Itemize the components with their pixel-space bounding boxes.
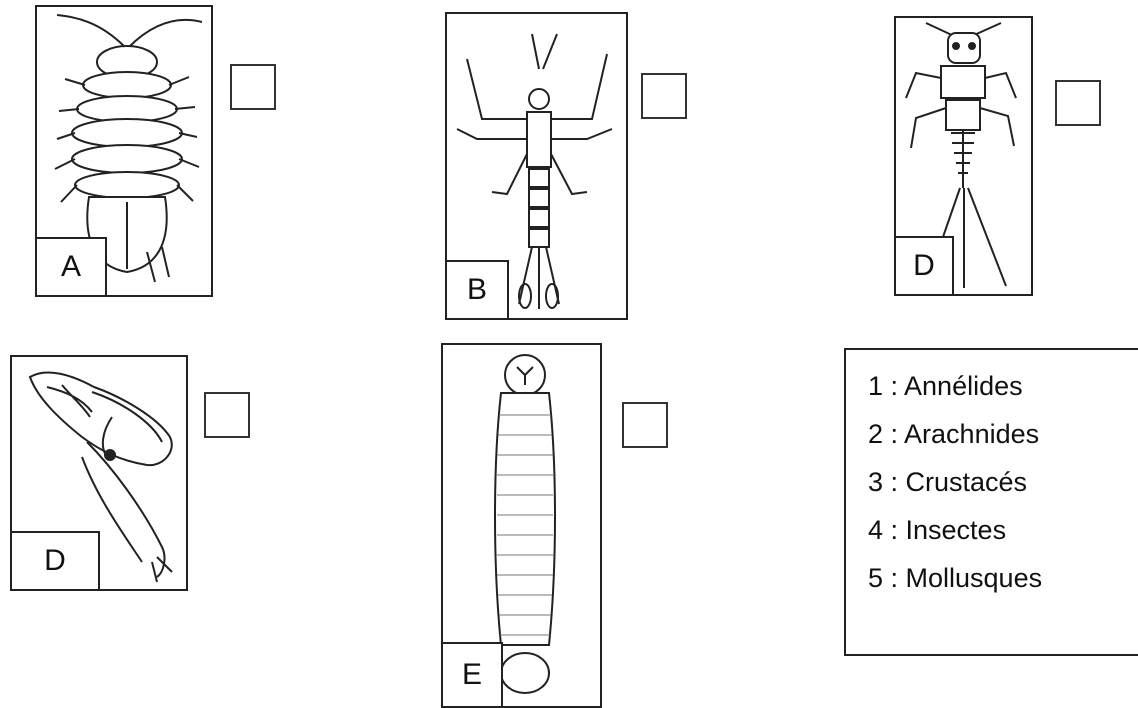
answer-box-c[interactable] xyxy=(1055,80,1101,126)
answer-box-d[interactable] xyxy=(204,392,250,438)
legend-item-5: 5 : Mollusques xyxy=(868,560,1042,608)
specimen-card-b: B xyxy=(445,12,628,320)
answer-box-a[interactable] xyxy=(230,64,276,110)
specimen-card-a: A xyxy=(35,5,213,297)
legend-item-4: 4 : Insectes xyxy=(868,512,1042,560)
answer-box-b[interactable] xyxy=(641,73,687,119)
answer-box-e[interactable] xyxy=(622,402,668,448)
specimen-label-d: D xyxy=(10,531,100,591)
legend-item-1: 1 : Annélides xyxy=(868,368,1042,416)
specimen-label-e: E xyxy=(441,642,503,708)
classification-legend: 1 : Annélides 2 : Arachnides 3 : Crustac… xyxy=(844,348,1138,656)
legend-item-2: 2 : Arachnides xyxy=(868,416,1042,464)
specimen-label-c: D xyxy=(894,236,954,296)
specimen-card-c: D xyxy=(894,16,1033,296)
specimen-label-a: A xyxy=(35,237,107,297)
specimen-card-e: E xyxy=(441,343,602,708)
specimen-label-b: B xyxy=(445,260,509,320)
specimen-card-d: D xyxy=(10,355,188,591)
legend-item-3: 3 : Crustacés xyxy=(868,464,1042,512)
